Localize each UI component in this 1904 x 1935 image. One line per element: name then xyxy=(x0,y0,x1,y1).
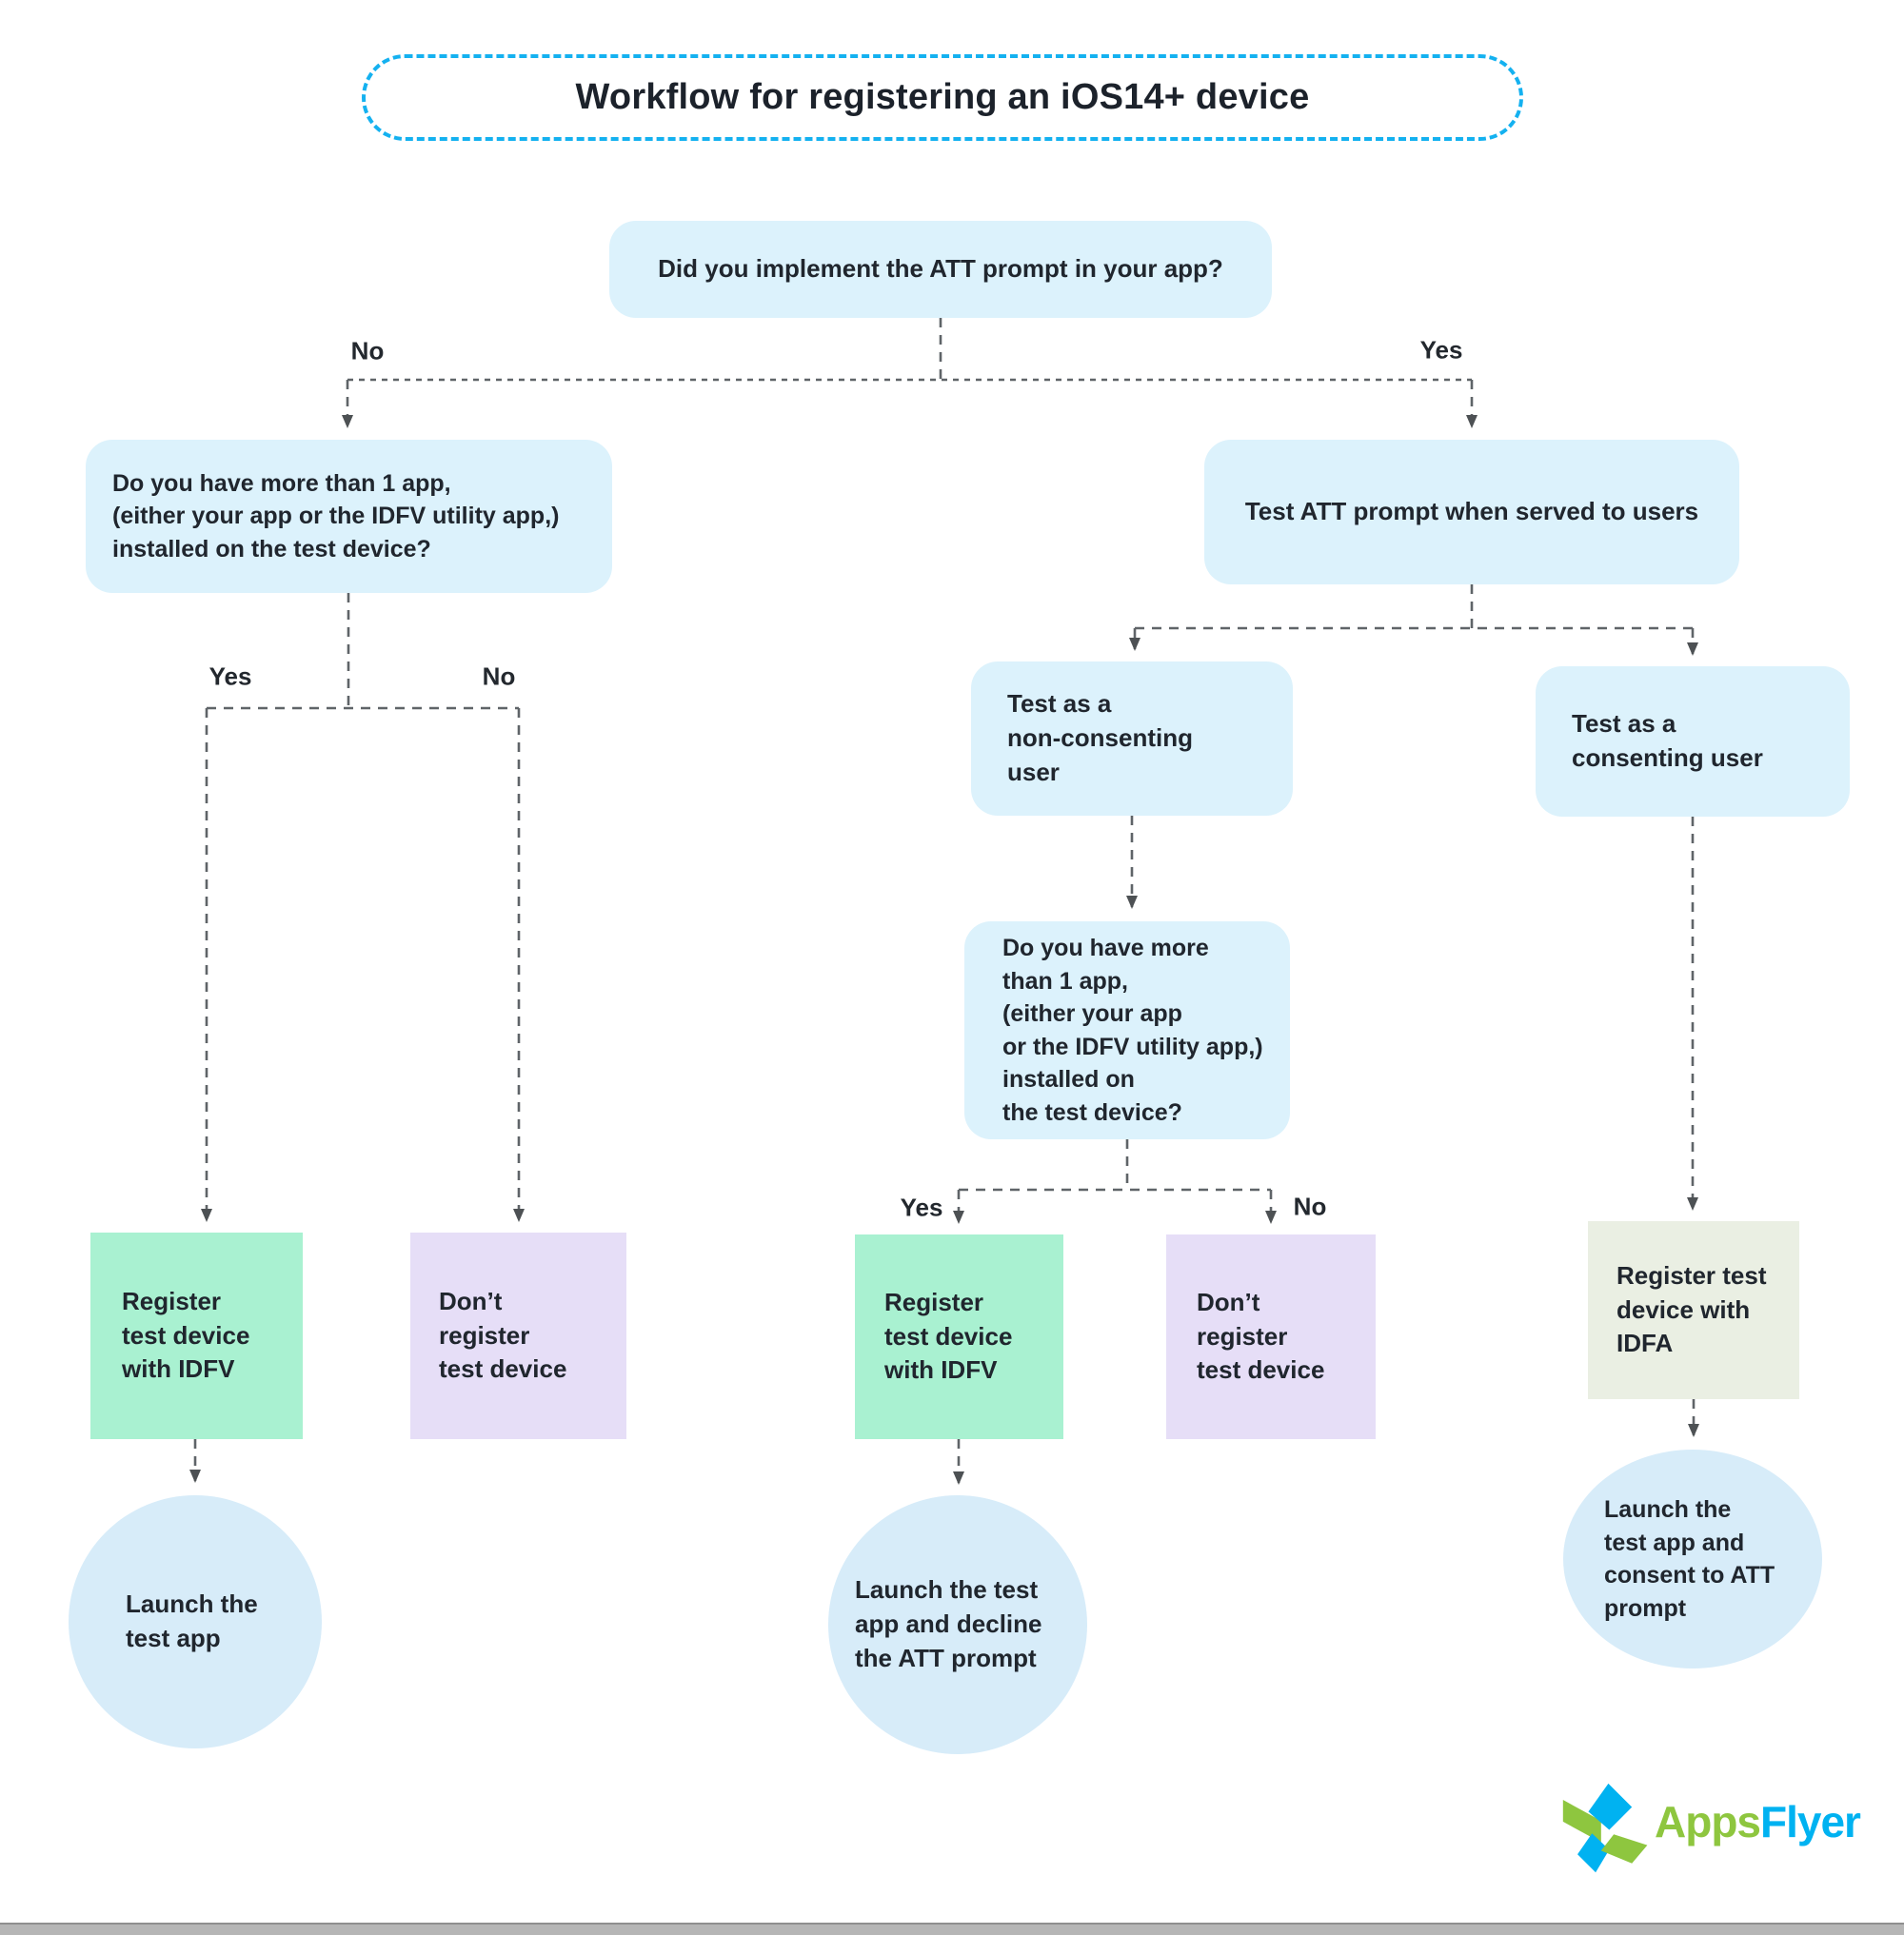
edge-label-yes-mid: Yes xyxy=(900,1193,943,1222)
node-dont-register-left-label: Don’t register test device xyxy=(439,1286,567,1384)
node-dont-register-mid: Don’t register test device xyxy=(1166,1234,1376,1439)
node-register-idfv-mid: Register test device with IDFV xyxy=(855,1234,1063,1439)
footer-bar xyxy=(0,1923,1904,1935)
edge-label-no-mid: No xyxy=(1293,1192,1327,1221)
node-q-att-prompt: Did you implement the ATT prompt in your… xyxy=(609,221,1272,318)
appsflyer-logo-text: AppsFlyer xyxy=(1655,1796,1861,1847)
node-register-idfa: Register test device with IDFA xyxy=(1588,1221,1799,1399)
node-test-consenting-label: Test as a consenting user xyxy=(1572,709,1763,772)
diagram-title-text: Workflow for registering an iOS14+ devic… xyxy=(575,77,1310,117)
node-register-idfv-mid-label: Register test device with IDFV xyxy=(884,1287,1013,1385)
node-launch-test-app: Launch the test app xyxy=(69,1495,322,1748)
node-q-more-apps-left: Do you have more than 1 app, (either you… xyxy=(86,440,612,593)
appsflyer-logo-icon xyxy=(1562,1783,1648,1873)
node-test-non-consenting-label: Test as a non-consenting user xyxy=(1007,689,1193,786)
node-dont-register-left: Don’t register test device xyxy=(410,1233,626,1439)
node-q-more-apps-left-label: Do you have more than 1 app, (either you… xyxy=(112,469,560,563)
node-register-idfv-left: Register test device with IDFV xyxy=(90,1233,303,1439)
node-q-more-apps-mid-label: Do you have more than 1 app, (either you… xyxy=(1002,935,1263,1126)
node-q-more-apps-mid: Do you have more than 1 app, (either you… xyxy=(964,921,1290,1139)
diagram-title: Workflow for registering an iOS14+ devic… xyxy=(362,54,1523,141)
appsflyer-logo: AppsFlyer xyxy=(1559,1782,1861,1877)
node-test-non-consenting: Test as a non-consenting user xyxy=(971,661,1293,816)
node-launch-decline-att-label: Launch the test app and decline the ATT … xyxy=(855,1575,1042,1672)
edge-label-no-root: No xyxy=(350,336,385,365)
node-launch-consent-att-label: Launch the test app and consent to ATT p… xyxy=(1604,1496,1775,1622)
node-launch-consent-att: Launch the test app and consent to ATT p… xyxy=(1563,1450,1822,1668)
node-test-att-prompt-label: Test ATT prompt when served to users xyxy=(1244,497,1699,526)
node-q-att-prompt-label: Did you implement the ATT prompt in your… xyxy=(658,254,1223,284)
node-launch-decline-att: Launch the test app and decline the ATT … xyxy=(828,1495,1087,1754)
edge-label-yes-left: Yes xyxy=(208,661,252,691)
node-launch-test-app-label: Launch the test app xyxy=(126,1589,258,1652)
appsflyer-logo-text-apps: Apps xyxy=(1655,1797,1761,1846)
node-register-idfa-label: Register test device with IDFA xyxy=(1616,1260,1767,1358)
node-test-att-prompt: Test ATT prompt when served to users xyxy=(1204,440,1739,584)
appsflyer-logo-text-flyer: Flyer xyxy=(1760,1797,1861,1846)
edge-label-yes-root: Yes xyxy=(1419,335,1463,365)
node-test-consenting: Test as a consenting user xyxy=(1536,666,1850,817)
node-register-idfv-left-label: Register test device with IDFV xyxy=(122,1286,250,1384)
node-dont-register-mid-label: Don’t register test device xyxy=(1197,1287,1325,1385)
edge-label-no-left: No xyxy=(482,661,516,691)
